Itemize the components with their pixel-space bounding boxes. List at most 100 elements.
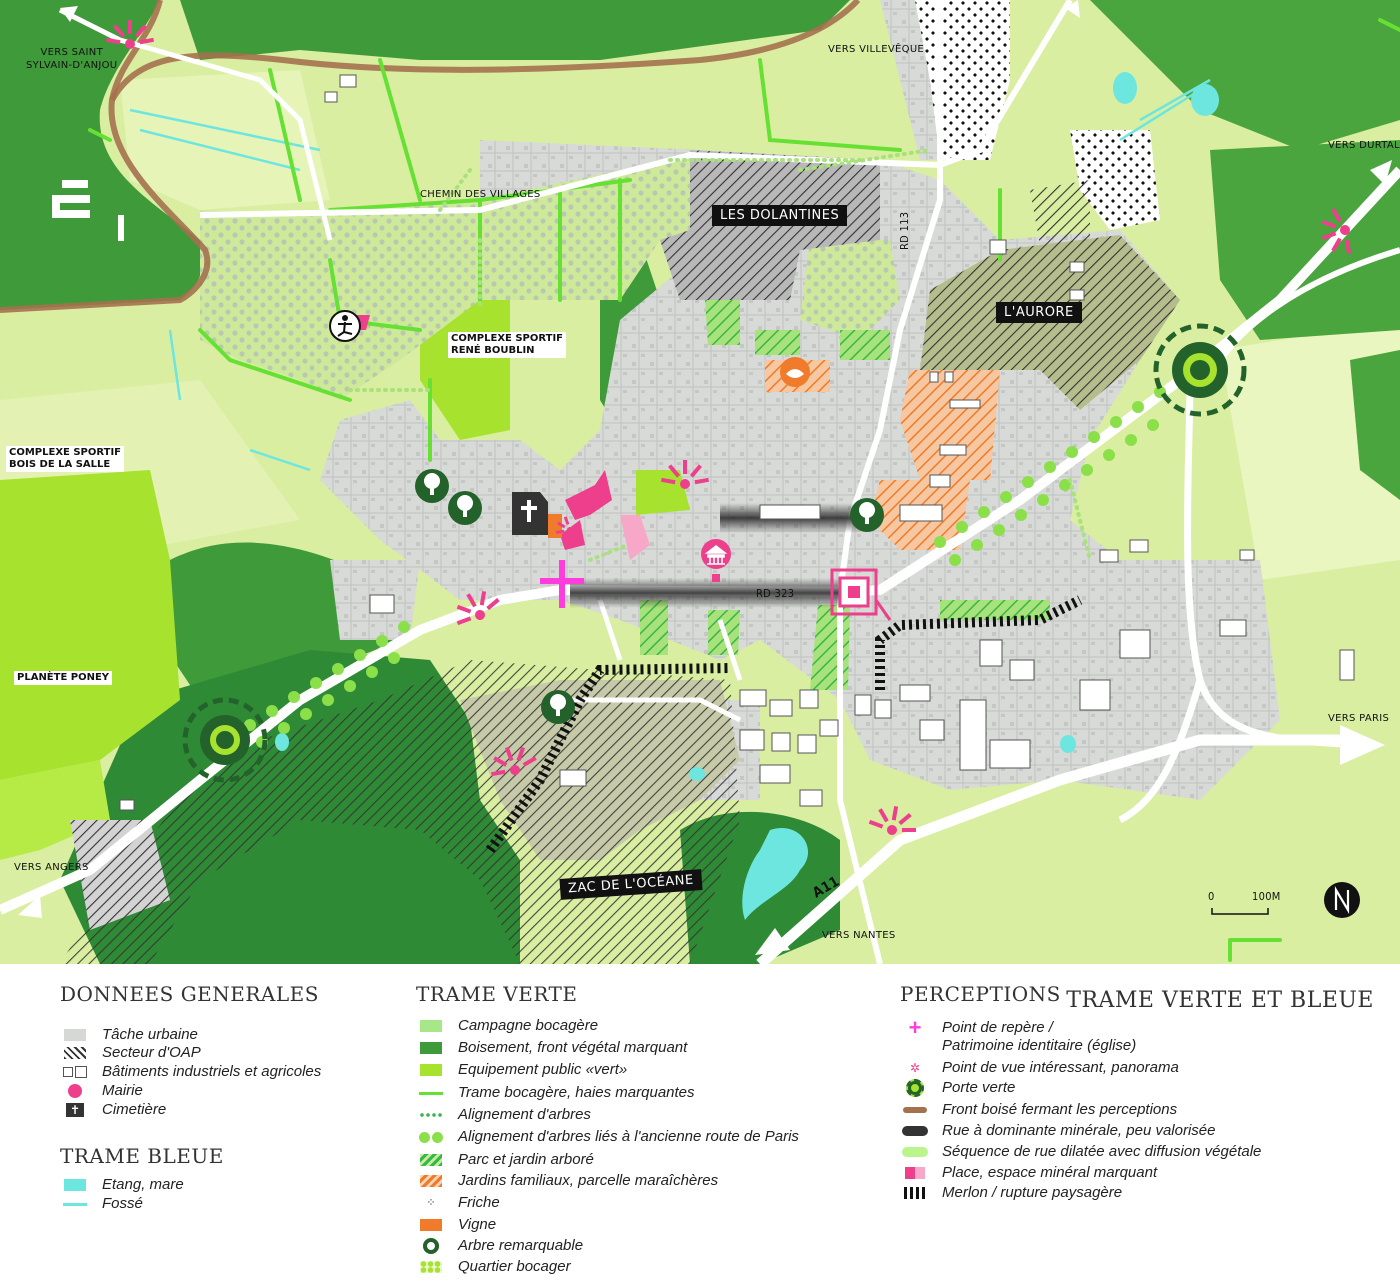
- equipement-vert-small: [636, 470, 690, 515]
- legend-item-rue-minerale: Rue à dominante minérale, peu valorisée: [902, 1122, 1216, 1140]
- map-canvas: RD 323 RD 113 A11 0 100M: [0, 0, 1400, 964]
- viewpoint-icon: [491, 746, 537, 777]
- swatch: ⁘: [426, 1196, 436, 1209]
- equipement-vert-west: [0, 470, 180, 780]
- label-angers: VERS ANGERS: [14, 862, 89, 873]
- parc-arbore: [705, 300, 740, 345]
- legend-item-repere: +Point de repère / Patrimoine identitair…: [902, 1015, 1137, 1055]
- pond-west: [275, 733, 289, 751]
- legend-heading-verte: TRAME VERTE: [416, 982, 578, 1006]
- arbre-remarquable-icon: [448, 491, 482, 525]
- friche-hatch: [1030, 180, 1090, 245]
- arbre-remarquable-icon: [850, 498, 884, 532]
- legend-heading-generales: DONNEES GENERALES: [60, 982, 319, 1006]
- forest-northwest: [0, 0, 204, 310]
- label-planete-poney: PLANÈTE PONEY: [14, 671, 113, 685]
- eglise-repere-icon: +: [908, 1015, 922, 1040]
- a11-highway: [756, 734, 1360, 964]
- friche-east: [1070, 130, 1160, 230]
- swatch: [418, 1039, 444, 1057]
- sector-dolantines: LES DOLANTINES: [712, 205, 848, 226]
- legend-item-vigne: Vigne: [418, 1216, 496, 1234]
- vigne: [548, 514, 562, 538]
- pond-east: [1060, 735, 1076, 753]
- alignement-arbres-paris-east: [934, 386, 1166, 566]
- legend-item-tache-urbaine: Tâche urbaine: [62, 1026, 198, 1044]
- batiments: [119, 74, 1355, 811]
- legend-item-jardins: Jardins familiaux, parcelle maraîchères: [418, 1172, 718, 1190]
- forest-east: [1210, 140, 1400, 340]
- swatch: [418, 1151, 444, 1169]
- porte-verte-east: [1153, 323, 1247, 417]
- front-boise-north: [109, 0, 861, 102]
- label-durtal: VERS DURTAL: [1328, 140, 1400, 151]
- scale-bar: 0 100M: [1208, 890, 1281, 915]
- legend-item-parc: Parc et jardin arboré: [418, 1151, 594, 1169]
- legend-item-front-boise: Front boisé fermant les perceptions: [902, 1101, 1177, 1119]
- legend-item-oap: Secteur d'OAP: [62, 1044, 201, 1062]
- swatch: [62, 1026, 88, 1044]
- parc-arbore: [840, 330, 890, 360]
- oap-southwest: [70, 820, 170, 930]
- legend-item-boisement: Boisement, front végétal marquant: [418, 1039, 687, 1057]
- legend-item-alignement-paris: Alignement d'arbres liés à l'ancienne ro…: [418, 1128, 799, 1146]
- swatch: [62, 1195, 88, 1213]
- arbre-remarquable-icon: [418, 1237, 444, 1255]
- interchange: [1118, 379, 1361, 824]
- viewpoint-icon: [1321, 208, 1352, 254]
- jardin-icon: [780, 357, 810, 387]
- road-saint-sylvain: [58, 7, 333, 241]
- swatch: [902, 1164, 928, 1182]
- legend-item-batiments: Bâtiments industriels et agricoles: [62, 1063, 321, 1081]
- porte-verte-icon: [902, 1079, 928, 1097]
- swatch: [418, 1106, 444, 1124]
- arbre-remarquable-icon: [541, 690, 575, 724]
- swatch: [418, 1258, 444, 1276]
- parc-arbore: [640, 600, 668, 655]
- legend-item-equipement: Equipement public «vert»: [418, 1061, 627, 1079]
- legend-item-alignement: Alignement d'arbres: [418, 1106, 591, 1124]
- merlon-south: [485, 663, 731, 853]
- sector-aurore: L'AURORE: [996, 302, 1082, 323]
- pond-north: [1113, 72, 1137, 104]
- forest-east-small: [1350, 350, 1400, 500]
- swatch: [418, 1061, 444, 1079]
- farm-buildings: [52, 180, 124, 241]
- arrow-nantes: [755, 928, 790, 955]
- swatch: [418, 1172, 444, 1190]
- place-target-icon: [830, 568, 892, 621]
- fosses: [129, 78, 1211, 472]
- parc-arbore: [940, 600, 1050, 620]
- swatch: [902, 1122, 928, 1140]
- porte-verte-west: [182, 697, 268, 783]
- mairie-icon: [62, 1082, 88, 1100]
- parc-arbore: [755, 330, 800, 355]
- rd113-label: RD 113: [898, 212, 911, 250]
- arrow-durtal: [1370, 160, 1392, 185]
- swatch: [418, 1017, 444, 1035]
- mairie-icon: [701, 539, 731, 582]
- viewpoint-icon: [555, 516, 573, 534]
- viewpoint-icon: ✲: [909, 1061, 921, 1075]
- legend-item-arbre: Arbre remarquable: [418, 1237, 583, 1255]
- viewpoint-icon: [106, 20, 154, 49]
- swatch: [418, 1084, 444, 1102]
- front-boise-west: [0, 0, 211, 313]
- scale-zero: 0: [1208, 890, 1215, 903]
- label-complexe-salle: COMPLEXE SPORTIF BOIS DE LA SALLE: [6, 446, 125, 472]
- arrow-paris: [1340, 725, 1385, 765]
- place-minerale: [560, 520, 585, 550]
- label-villeveque: VERS VILLEVÊQUE: [828, 44, 925, 55]
- map-area: RD 323 RD 113 A11 0 100M VERS SAINT SYLV…: [0, 0, 1400, 964]
- swatch: [62, 1063, 88, 1081]
- scale-hundred: 100M: [1252, 890, 1281, 903]
- legend-item-cimetiere: ✝Cimetière: [62, 1101, 166, 1119]
- viewpoint-icon: [456, 591, 500, 626]
- legend-item-mairie: Mairie: [62, 1082, 143, 1100]
- eglise-repere-icon: [540, 560, 584, 608]
- legend-item-merlon: Merlon / rupture paysagère: [902, 1184, 1122, 1202]
- legend-item-fosse: Fossé: [62, 1195, 143, 1213]
- legend-title: TRAME VERTE ET BLEUE: [1066, 988, 1374, 1013]
- label-nantes: VERS NANTES: [822, 930, 896, 941]
- arbre-remarquable-icon: [415, 469, 449, 503]
